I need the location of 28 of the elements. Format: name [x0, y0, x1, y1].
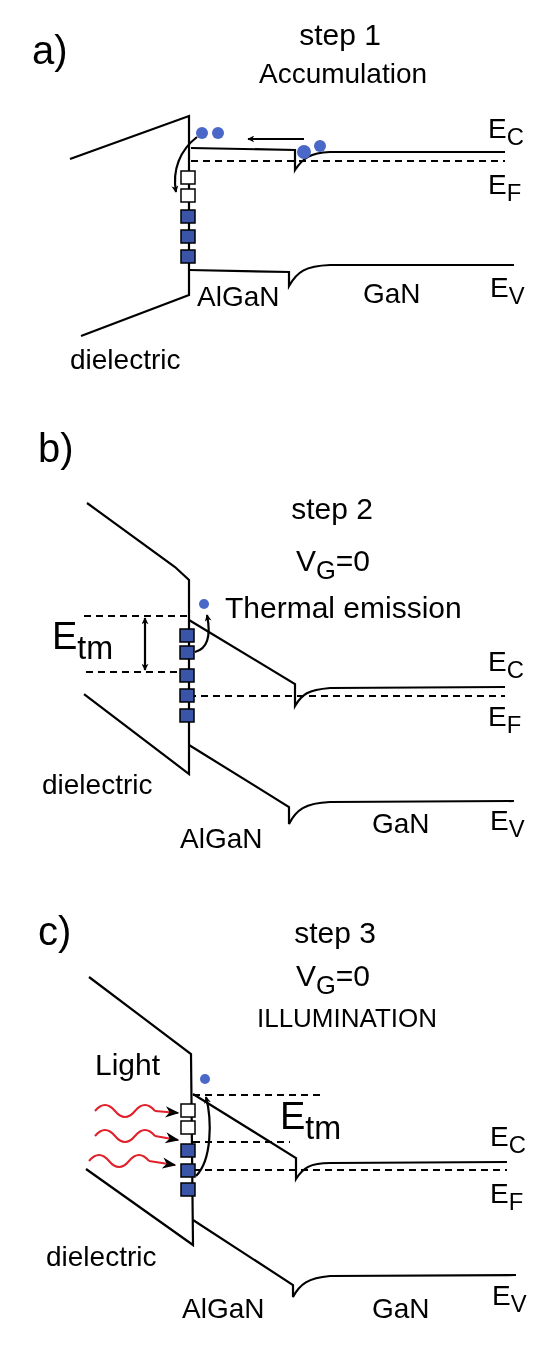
layer-label: dielectric	[46, 1243, 157, 1271]
layer-label: AlGaN	[197, 283, 280, 311]
step-title: step 2	[291, 494, 373, 524]
layer-label: dielectric	[42, 771, 153, 799]
band-label: E$_{C}$	[488, 648, 524, 676]
layer-label: dielectric	[70, 346, 181, 374]
step-description: Accumulation	[258, 60, 428, 88]
process-label: Thermal emission	[225, 593, 462, 623]
band-label: E$_{F}$	[488, 703, 522, 731]
layer-label: AlGaN	[180, 825, 263, 853]
step-title: step 1	[299, 20, 381, 50]
layer-label: GaN	[363, 280, 421, 308]
band-label: E$_{V}$	[492, 1282, 527, 1310]
step-title: step 3	[294, 918, 376, 948]
panel-label: a)	[32, 30, 68, 70]
layer-label: GaN	[372, 1295, 430, 1323]
panel-label: c)	[38, 911, 72, 951]
process-label: Light	[95, 1050, 161, 1080]
panel-label: b)	[38, 428, 74, 468]
band-label: E$_{V}$	[490, 807, 525, 835]
band-label: E$_{C}$	[490, 1123, 526, 1151]
band-label: E$_{C}$	[488, 115, 524, 143]
band-label: E$_{F}$	[488, 171, 522, 199]
band-label: E$_{F}$	[490, 1180, 524, 1208]
band-label: E$_{V}$	[490, 274, 525, 302]
layer-label: GaN	[372, 810, 430, 838]
layer-label: AlGaN	[182, 1295, 265, 1323]
step-description: ILLUMINATION	[256, 1005, 438, 1031]
